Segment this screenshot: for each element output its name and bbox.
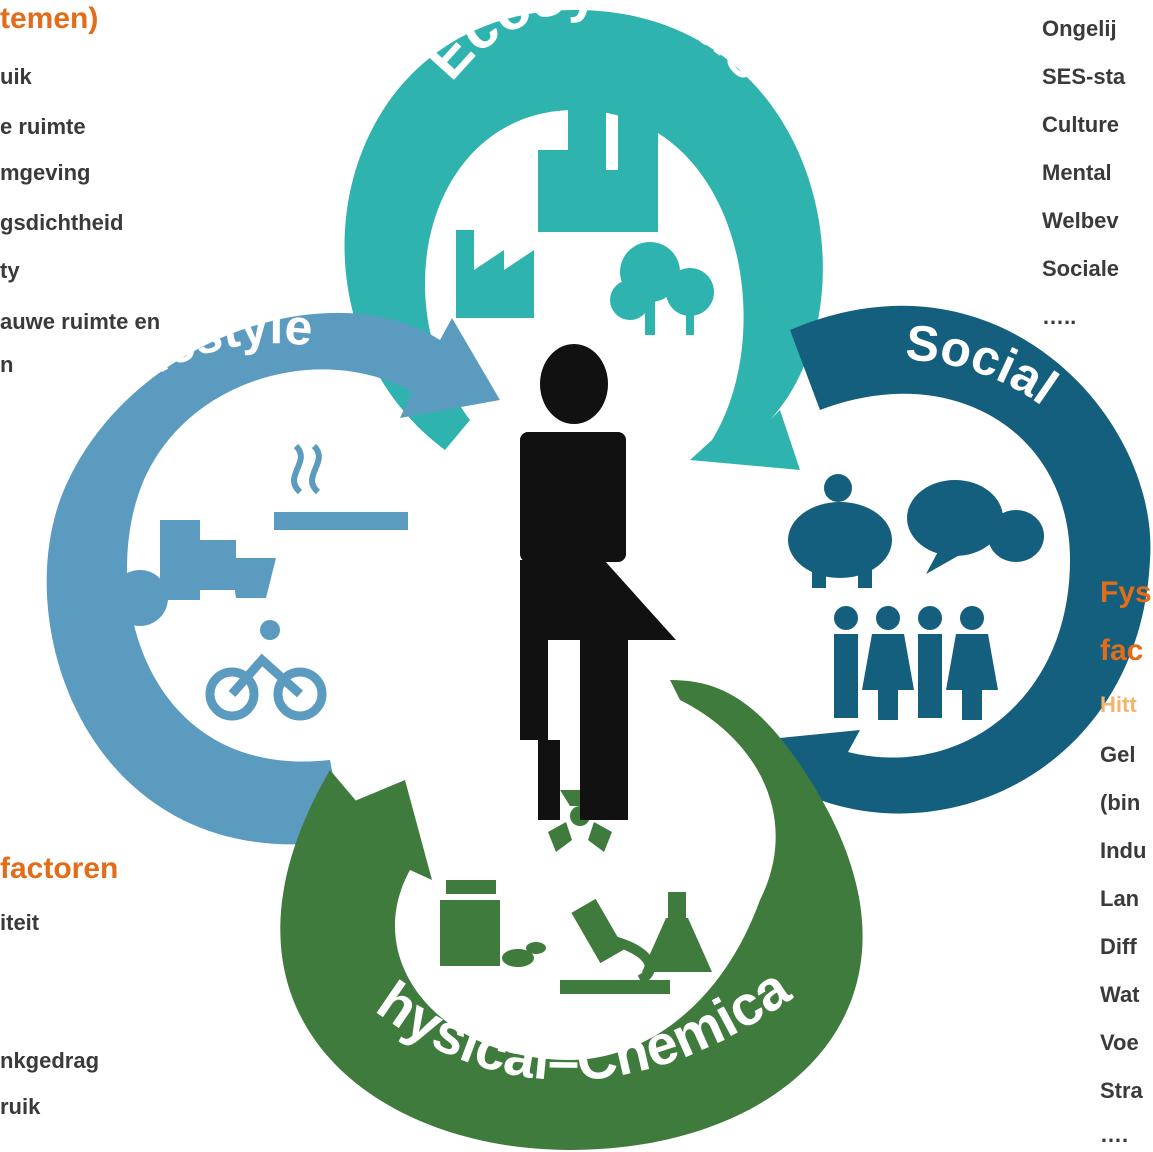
person-icon [520, 344, 676, 820]
left-bottom-item: ruik [0, 1094, 41, 1119]
physical-chemical-arc [280, 680, 863, 1150]
piggy-bank-icon [788, 474, 892, 588]
right-top-item: Ongelij [1042, 16, 1117, 41]
people-group-icon [834, 606, 998, 720]
right-bottom-item: Gel [1100, 742, 1136, 767]
right-top-item: Mental [1042, 160, 1112, 185]
social-arc [760, 305, 1151, 825]
right-bottom-item: Lan [1100, 886, 1140, 911]
right-top-item: ….. [1042, 304, 1077, 329]
flask-icon [642, 892, 712, 972]
food-icon [112, 520, 276, 626]
left-top-item: ty [0, 258, 20, 283]
medicine-bottle-icon [440, 880, 546, 967]
left-top-heading: temen) [0, 2, 99, 35]
right-bottom-item: …. [1100, 1122, 1129, 1147]
trees-icon [610, 242, 714, 335]
left-top-item: n [0, 352, 14, 377]
left-bottom-item: iteit [0, 910, 40, 935]
right-bottom-item: Diff [1100, 934, 1137, 959]
ecosystems-arc [344, 10, 823, 470]
buildings-icon [538, 92, 658, 232]
factory-icon [456, 230, 534, 318]
cyclist-icon [205, 620, 327, 721]
speech-bubbles-icon [907, 480, 1044, 574]
right-top-item: Sociale [1042, 256, 1120, 281]
right-bottom-item: Voe [1100, 1030, 1139, 1055]
left-bottom-item: nkgedrag [0, 1048, 100, 1073]
right-bottom-item: Hitt [1100, 692, 1137, 717]
right-bottom-item: (bin [1100, 790, 1141, 815]
lifestyle-arc [46, 312, 500, 845]
right-top-item: SES-sta [1042, 64, 1126, 89]
left-top-item: uik [0, 64, 32, 89]
right-bottom-item: Stra [1100, 1078, 1143, 1103]
right-bottom-item: Wat [1100, 982, 1140, 1007]
left-top-item: auwe ruimte en [0, 309, 161, 334]
right-top-item: Welbev [1042, 208, 1119, 233]
right-bottom-item: Indu [1100, 838, 1147, 863]
right-bottom-heading-line-1: Fys [1100, 576, 1152, 609]
left-top-item: e ruimte [0, 114, 86, 139]
left-bottom-heading: factoren [0, 852, 119, 885]
right-bottom-heading-line-2: fac [1100, 634, 1144, 667]
right-top-item: Culture [1042, 112, 1119, 137]
left-top-item: gsdichtheid [0, 210, 124, 235]
cigarette-icon [274, 443, 408, 530]
left-top-item: mgeving [0, 160, 91, 185]
